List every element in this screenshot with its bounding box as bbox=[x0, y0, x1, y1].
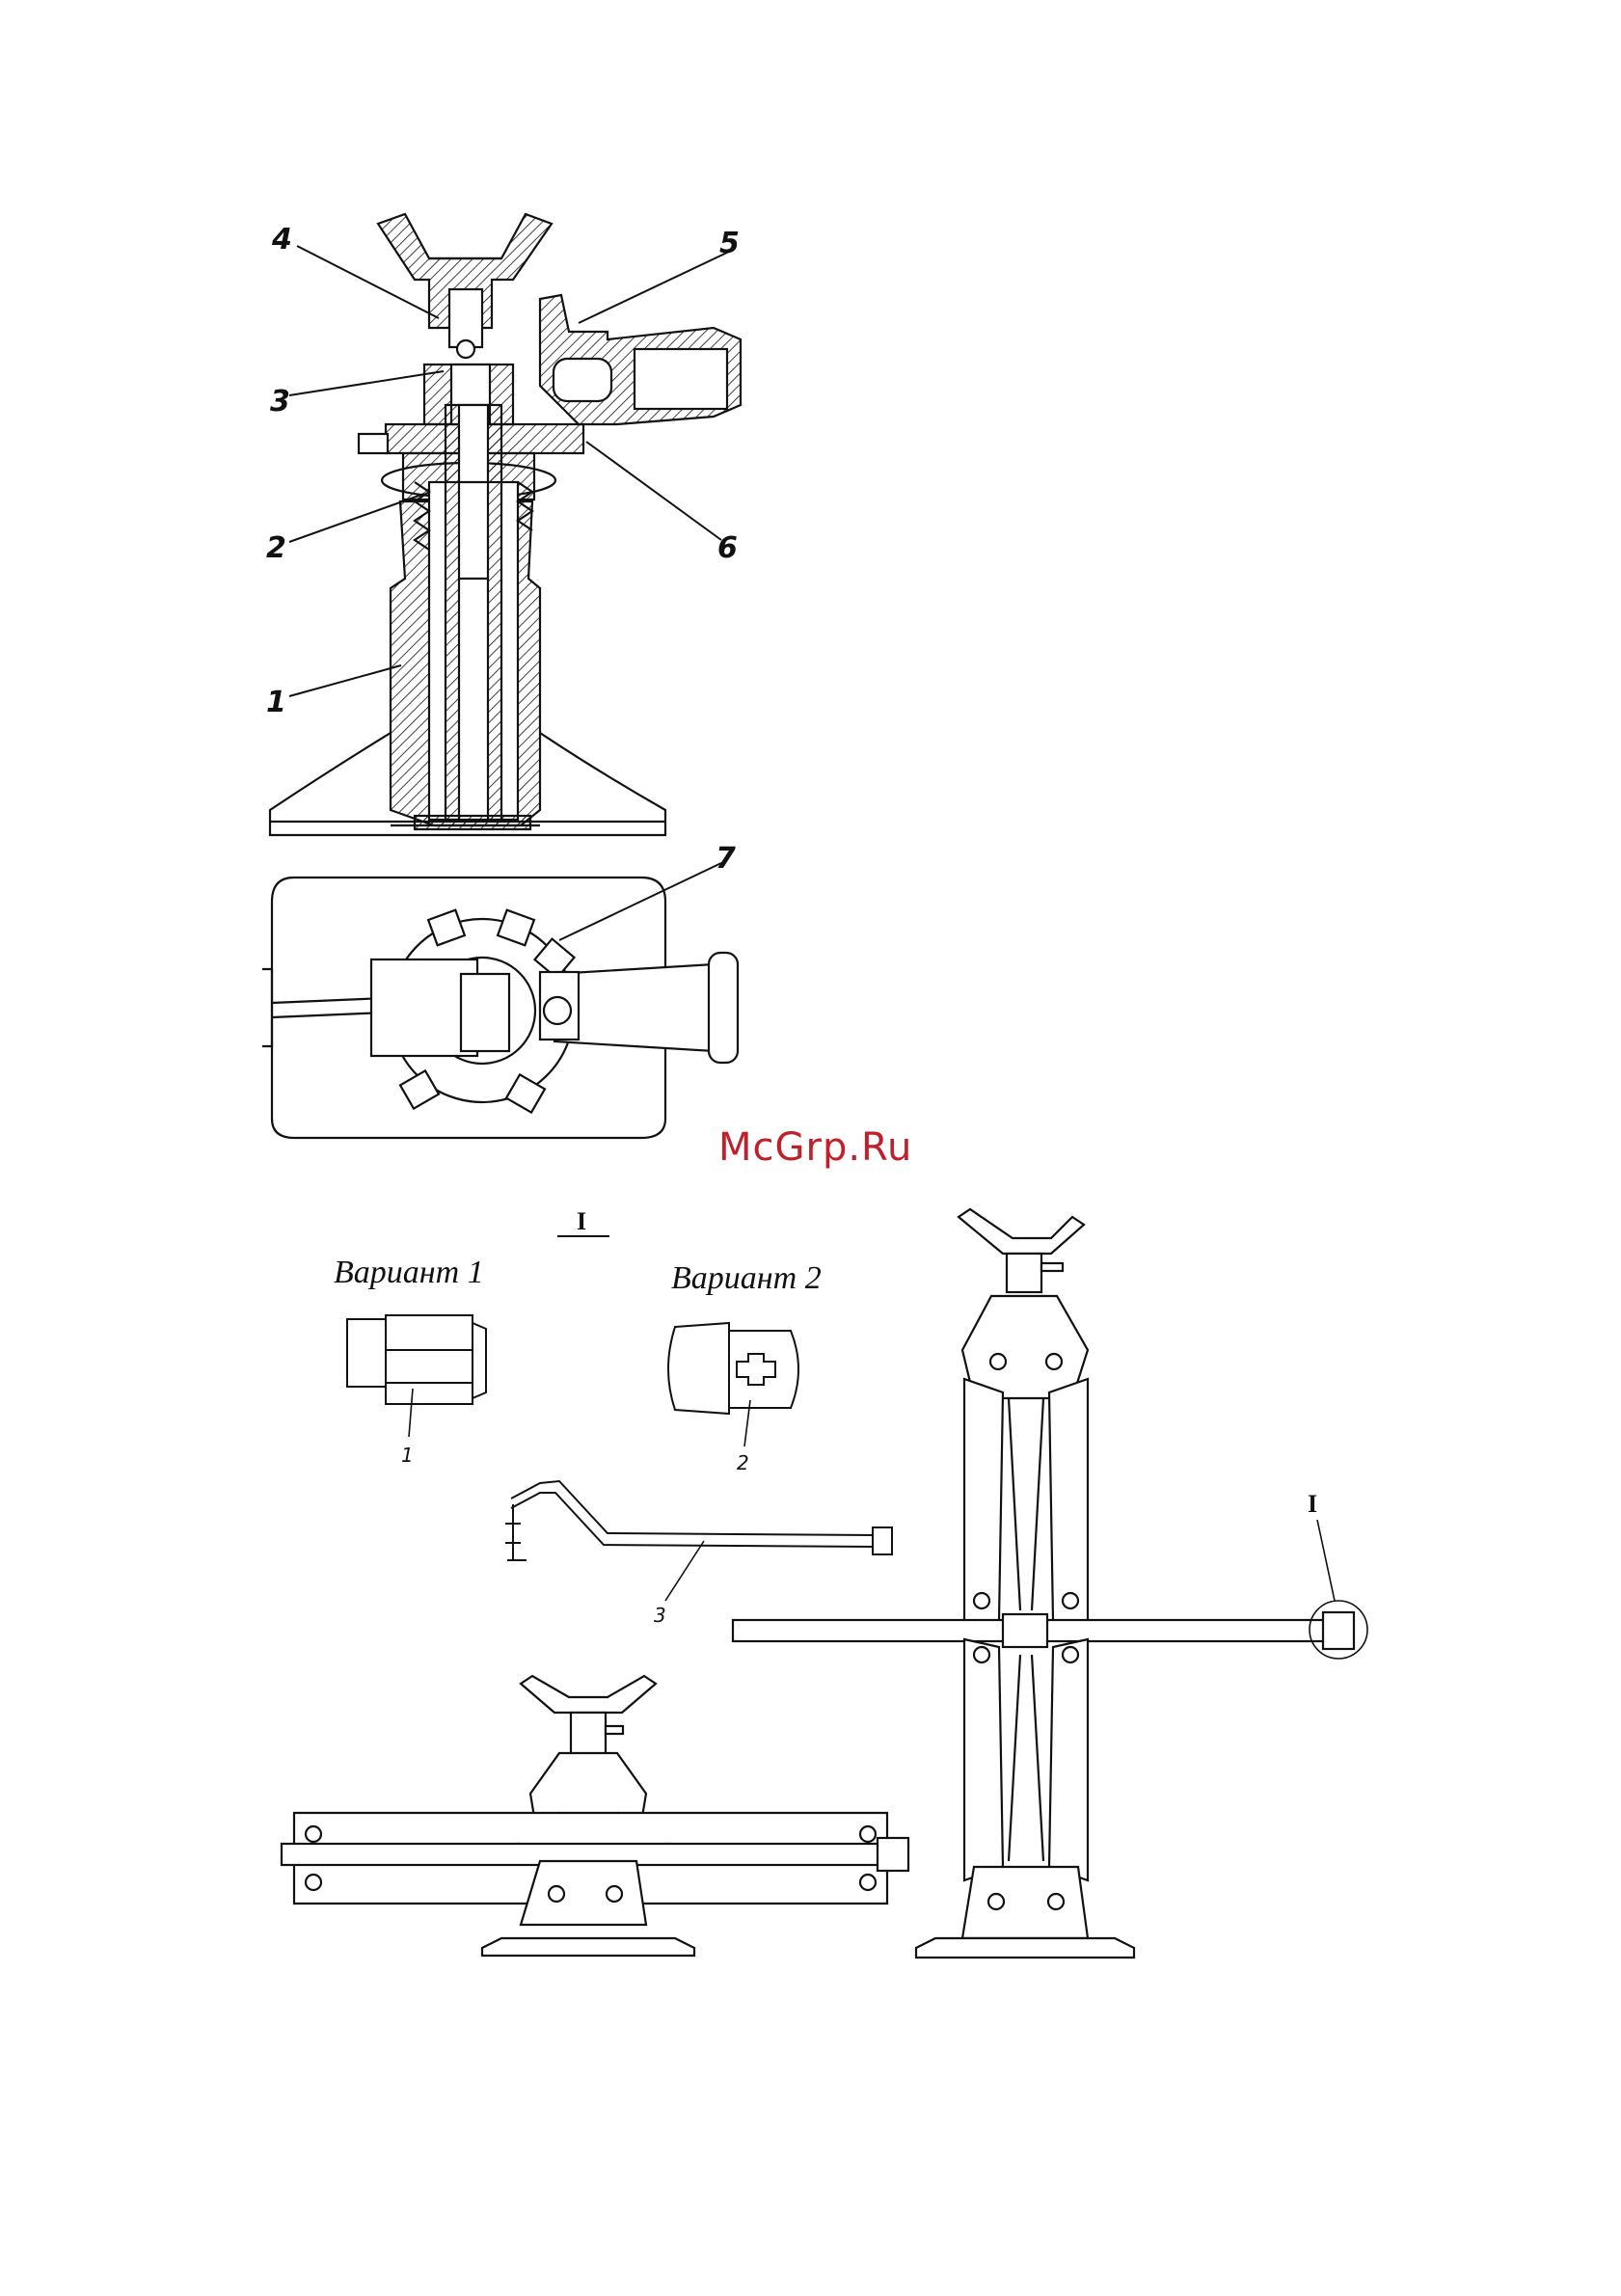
variant-2-title: Вариант 2 bbox=[671, 1260, 822, 1296]
callout-5: 5 bbox=[719, 227, 740, 260]
variant-1-callout: 1 bbox=[401, 1444, 414, 1467]
detail-marker-jack: I bbox=[1308, 1490, 1317, 1518]
variant-1-title: Вариант 1 bbox=[334, 1255, 484, 1290]
callout-3: 3 bbox=[270, 385, 290, 419]
jack-lowered-view bbox=[282, 1676, 908, 1956]
callout-6: 6 bbox=[717, 531, 738, 565]
watermark: McGrp.Ru bbox=[718, 1125, 912, 1170]
variant-2-callout: 2 bbox=[737, 1451, 749, 1474]
handle-callout: 3 bbox=[654, 1604, 666, 1627]
callout-4: 4 bbox=[271, 223, 292, 257]
callout-2: 2 bbox=[266, 531, 286, 565]
callout-1: 1 bbox=[266, 686, 286, 719]
callout-7: 7 bbox=[716, 842, 736, 876]
variant-1-nut bbox=[347, 1315, 486, 1404]
detail-marker: I bbox=[577, 1207, 586, 1235]
jack-top-view bbox=[262, 878, 738, 1138]
detail-circle-leader bbox=[1317, 1520, 1335, 1601]
variant-2-socket bbox=[668, 1323, 798, 1414]
